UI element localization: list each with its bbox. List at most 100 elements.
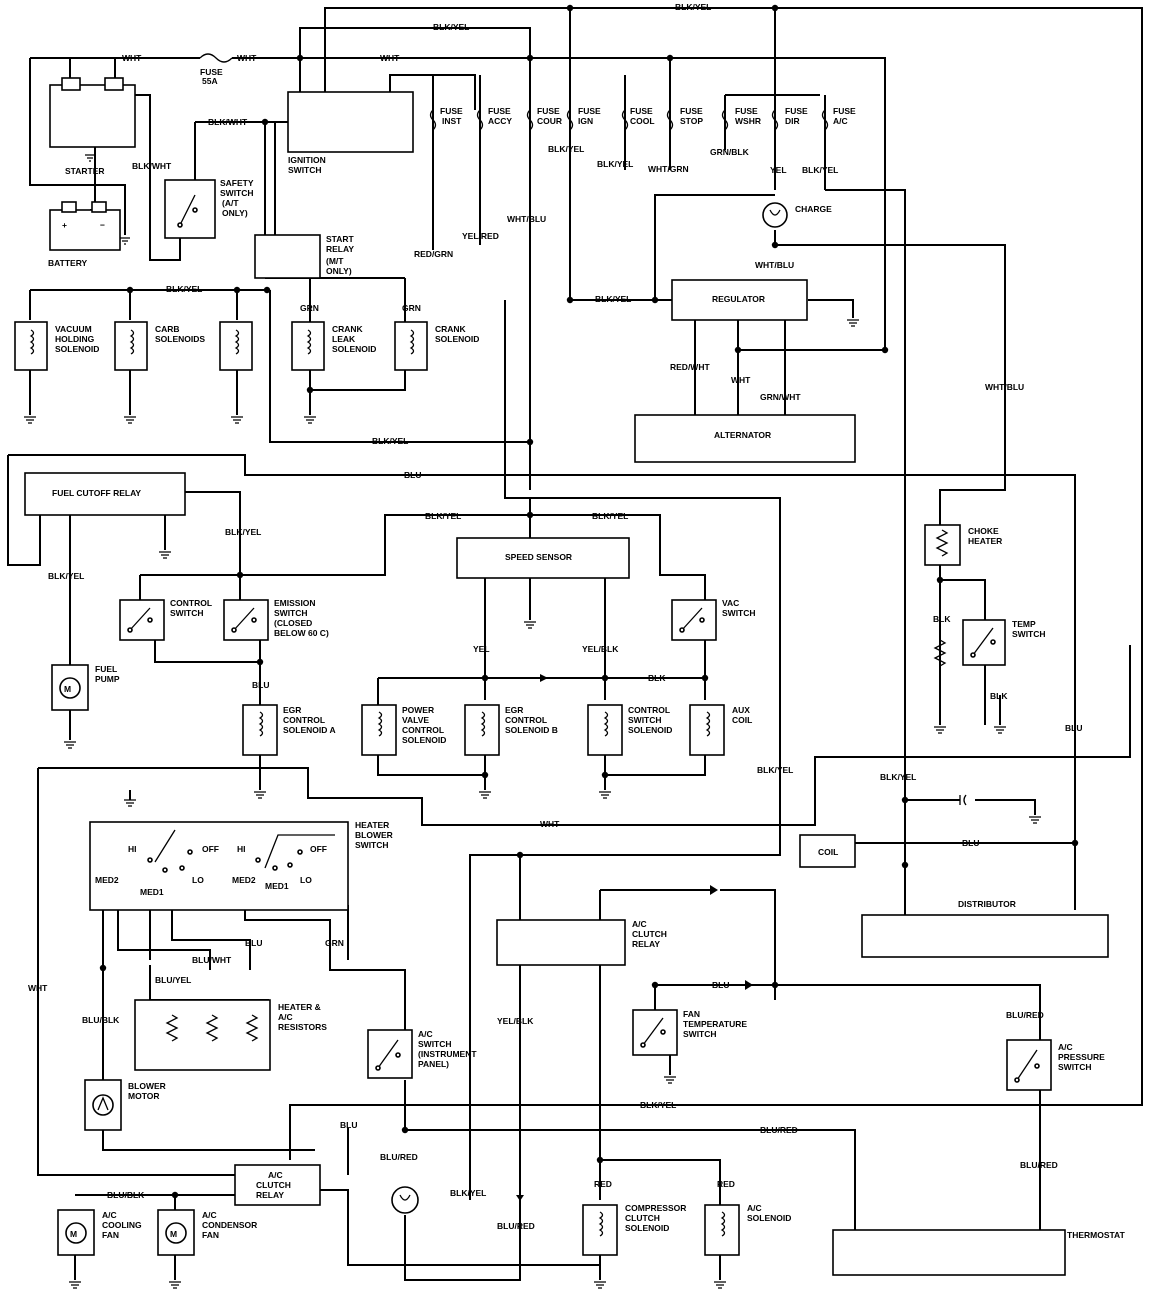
ac-pressure-switch-2-label: SWITCH: [1058, 1062, 1092, 1072]
ac-clutch-relay-2-2-label: RELAY: [256, 1190, 284, 1200]
ac-condensor-fan-1-label: CONDENSOR: [202, 1220, 257, 1230]
wire-labels-blk-choke-label: BLK: [933, 614, 951, 624]
components-distributor-label: DISTRIBUTOR: [958, 899, 1016, 909]
ac-clutch-relay: A/C CLUTCH RELAY: [496, 885, 753, 990]
choke-heater: CHOKE HEATER: [924, 524, 1002, 667]
wire-labels-yel-blk-ss-label: YEL/BLK: [582, 644, 619, 654]
components-sw-med2-label: MED2: [95, 875, 119, 885]
fan-temp-switch-2-label: SWITCH: [683, 1029, 717, 1039]
wire-labels-red-grn-label: RED/GRN: [414, 249, 453, 259]
dir-1-label: DIR: [785, 116, 800, 126]
components-sw-off-label: OFF: [310, 844, 327, 854]
temp-switch-1-label: SWITCH: [1012, 629, 1046, 639]
emission-switch-2-label: (CLOSED: [274, 618, 312, 628]
stop-1-label: STOP: [680, 116, 703, 126]
emission-switch-1-label: SWITCH: [274, 608, 308, 618]
alternator: ALTERNATOR: [634, 414, 856, 463]
start-relay-1-label: RELAY: [326, 244, 354, 254]
blower-motor-0-label: BLOWER: [128, 1081, 166, 1091]
wshr-1-label: WSHR: [735, 116, 761, 126]
control-switch-solenoid-0-label: CONTROL: [628, 705, 670, 715]
temp-switch-0-label: TEMP: [1012, 619, 1036, 629]
wire-labels-blk-yel-solenoids-label: BLK/YEL: [166, 284, 202, 294]
wire-labels-grn-b-label: GRN: [402, 303, 421, 313]
ac-pressure-switch-0-label: A/C: [1058, 1042, 1073, 1052]
fuel-pump-1-label: PUMP: [95, 674, 120, 684]
cool-0-label: FUSE: [630, 106, 653, 116]
wire-labels-blk-ss-label: BLK: [648, 673, 666, 683]
heater-resistors-2-label: RESISTORS: [278, 1022, 327, 1032]
wire-labels-blk-yel-top-label: BLK/YEL: [433, 22, 469, 32]
wire-labels-blk-yel-ss-l-label: BLK/YEL: [425, 511, 461, 521]
speed-sensor: SPEED SENSOR: [456, 537, 630, 579]
components-sw-lo-label: LO: [300, 875, 312, 885]
power-valve-0-label: POWER: [402, 705, 434, 715]
wire-labels-wht-heater-label: WHT: [540, 819, 560, 829]
wire-labels-blk-yel-dist-label: BLK/YEL: [880, 772, 916, 782]
vac-switch-0-label: VAC: [722, 598, 739, 608]
control-switch: CONTROL SWITCH: [119, 598, 212, 641]
aux-coil-1-label: COIL: [732, 715, 752, 725]
start-relay-0-label: START: [326, 234, 355, 244]
ac-0-label: FUSE: [833, 106, 856, 116]
fan-temperature-switch: FAN TEMPERATURE SWITCH: [632, 1009, 747, 1056]
starter-label: STARTER: [65, 166, 105, 176]
main-0-label: FUSE: [200, 67, 223, 77]
stop-0-label: FUSE: [680, 106, 703, 116]
ac-switch-3-label: PANEL): [418, 1059, 449, 1069]
fan-temp-switch-0-label: FAN: [683, 1009, 700, 1019]
glyph-label: −: [100, 220, 105, 230]
carb-solenoids-0-label: CARB: [155, 324, 180, 334]
ac-cooling-fan-2-label: FAN: [102, 1230, 119, 1240]
wire-labels-red-comp-label: RED: [594, 1179, 612, 1189]
ac-clutch-relay-1-label: CLUTCH: [632, 929, 667, 939]
dir-0-label: FUSE: [785, 106, 808, 116]
battery-label: BATTERY: [48, 258, 88, 268]
egr-a-0-label: EGR: [283, 705, 301, 715]
compressor-clutch-1-label: CLUTCH: [625, 1213, 660, 1223]
heater-ac-resistors: HEATER & A/C RESISTORS: [134, 999, 327, 1071]
control-switch-0-label: CONTROL: [170, 598, 212, 608]
ac-condensor-fan-2-label: FAN: [202, 1230, 219, 1240]
wire-labels-grn-a-label: GRN: [300, 303, 319, 313]
accy-1-label: ACCY: [488, 116, 512, 126]
wire-labels-blu-blk-label: BLU/BLK: [82, 1015, 120, 1025]
ac-clutch-relay-bottom: A/C CLUTCH RELAY: [234, 1164, 321, 1206]
compressor-clutch-2-label: SOLENOID: [625, 1223, 669, 1233]
heater-resistors-0-label: HEATER &: [278, 1002, 321, 1012]
wire-labels-blk-yel-cool-label: BLK/YEL: [597, 159, 633, 169]
wire-labels-blk-yel-pump-label: BLK/YEL: [48, 571, 84, 581]
wire-labels-blu-red-ac-pres-label: BLU/RED: [1006, 1010, 1044, 1020]
wire-labels-wht-top-mid-label: WHT: [237, 53, 257, 63]
heater-blower-switch-0-label: HEATER: [355, 820, 389, 830]
coil: COIL: [799, 834, 856, 868]
wire-labels-grn-heater-label: GRN: [325, 938, 344, 948]
wire-labels-wht-grn-label: WHT/GRN: [648, 164, 689, 174]
ac-condensor-fan: M A/C CONDENSOR FAN: [157, 1209, 257, 1256]
components-regulator-label: REGULATOR: [712, 294, 765, 304]
compressor-clutch-solenoid: COMPRESSOR CLUTCH SOLENOID: [582, 1203, 686, 1256]
control-switch-1-label: SWITCH: [170, 608, 204, 618]
wire-labels-blk-yel-ac-label: BLK/YEL: [802, 165, 838, 175]
wire-labels-blk-wht-a-label: BLK/WHT: [208, 117, 248, 127]
fan-temp-switch-1-label: TEMPERATURE: [683, 1019, 747, 1029]
components-sw-off-label: OFF: [202, 844, 219, 854]
blower-motor-1-label: MOTOR: [128, 1091, 159, 1101]
control-switch-solenoid-1-label: SWITCH: [628, 715, 662, 725]
power-valve-1-label: VALVE: [402, 715, 429, 725]
wire-labels-wht-top-left-label: WHT: [122, 53, 142, 63]
wire-labels-yel-blk-acr-label: YEL/BLK: [497, 1016, 534, 1026]
control-switch-solenoid-2-label: SOLENOID: [628, 725, 672, 735]
speed-sensor-solenoids: POWER VALVE CONTROL SOLENOID EGR CONTROL…: [361, 674, 752, 756]
ign-0-label: FUSE: [578, 106, 601, 116]
ac-switch-1-label: SWITCH: [418, 1039, 452, 1049]
glyph-label: M: [170, 1229, 177, 1239]
ac-cooling-fan-0-label: A/C: [102, 1210, 117, 1220]
solenoid-row: VACUUM HOLDING SOLENOID CARB SOLENOIDS C…: [14, 321, 479, 371]
wire-labels-blk-temp-label: BLK: [990, 691, 1008, 701]
ac-cooling-fan-1-label: COOLING: [102, 1220, 142, 1230]
egr-a-2-label: SOLENOID A: [283, 725, 336, 735]
compressor-clutch-0-label: COMPRESSOR: [625, 1203, 686, 1213]
glyph-label: +: [62, 220, 67, 230]
components-thermostat-label: THERMOSTAT: [1067, 1230, 1126, 1240]
